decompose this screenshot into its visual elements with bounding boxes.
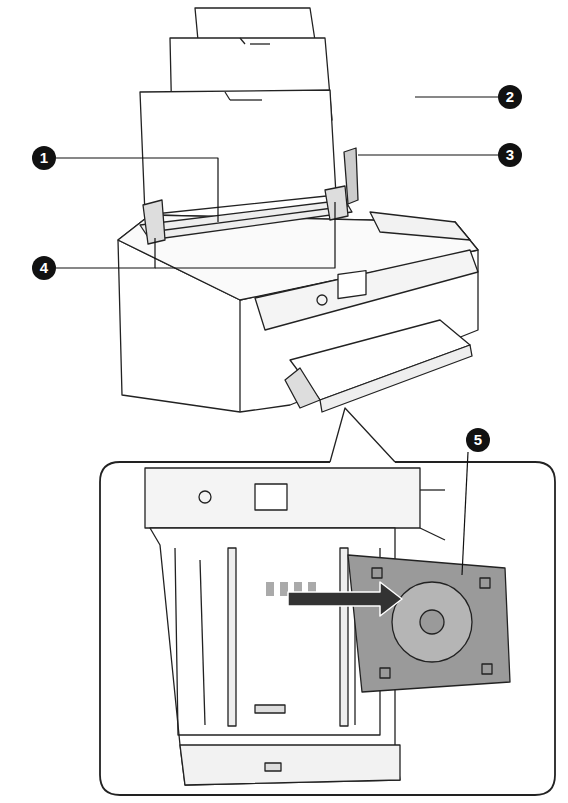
callout-number: 4: [32, 256, 56, 280]
callout-number: 2: [498, 85, 522, 109]
callout-number: 3: [498, 143, 522, 167]
callout-number: 1: [32, 146, 56, 170]
callout-number: 5: [466, 428, 490, 452]
